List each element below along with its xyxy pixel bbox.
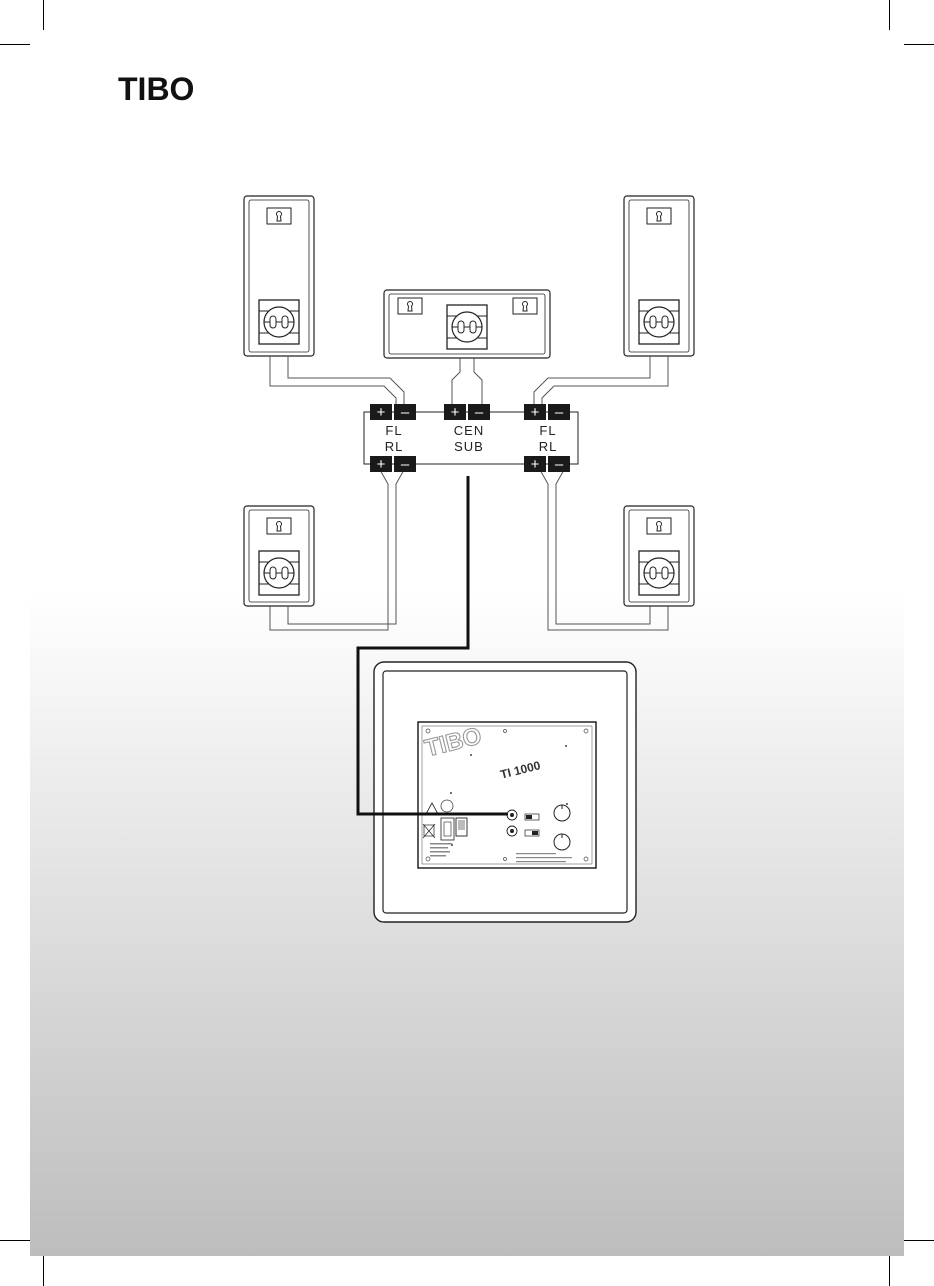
label-cen: CEN [454, 423, 484, 438]
svg-text:–: – [555, 456, 564, 473]
receiver-terminal-block: + – + – + – + – [364, 404, 578, 473]
speaker-rear-right [624, 506, 694, 606]
svg-text:+: + [377, 456, 386, 473]
svg-text:+: + [531, 456, 540, 473]
subwoofer-amp-panel: TIBO TI 1000 [418, 722, 596, 868]
terminal-rl-plus: + [370, 456, 392, 473]
speaker-center [384, 290, 550, 358]
speaker-front-right [624, 196, 694, 356]
terminal-fl-top-minus: – [394, 404, 416, 421]
terminal-fr-top-plus: + [524, 404, 546, 421]
svg-text:+: + [531, 404, 540, 421]
label-sub: SUB [454, 439, 484, 454]
speaker-front-left [244, 196, 314, 356]
terminal-cen-minus: – [468, 404, 490, 421]
speaker-rear-left [244, 506, 314, 606]
label-fl-left: FL [385, 423, 402, 438]
svg-text:–: – [555, 404, 564, 421]
svg-text:+: + [451, 404, 460, 421]
terminal-rr-plus: + [524, 456, 546, 473]
terminal-rl-minus: – [394, 456, 416, 473]
terminal-cen-plus: + [444, 404, 466, 421]
svg-text:+: + [377, 404, 386, 421]
terminal-fr-top-minus: – [548, 404, 570, 421]
label-fl-right: FL [539, 423, 556, 438]
label-rl-right: RL [539, 439, 558, 454]
terminal-rr-minus: – [548, 456, 570, 473]
svg-text:–: – [401, 456, 410, 473]
terminal-fl-top-plus: + [370, 404, 392, 421]
svg-text:–: – [401, 404, 410, 421]
label-rl-left: RL [385, 439, 404, 454]
subwoofer-cabinet: TIBO TI 1000 [374, 662, 636, 922]
svg-text:–: – [475, 404, 484, 421]
